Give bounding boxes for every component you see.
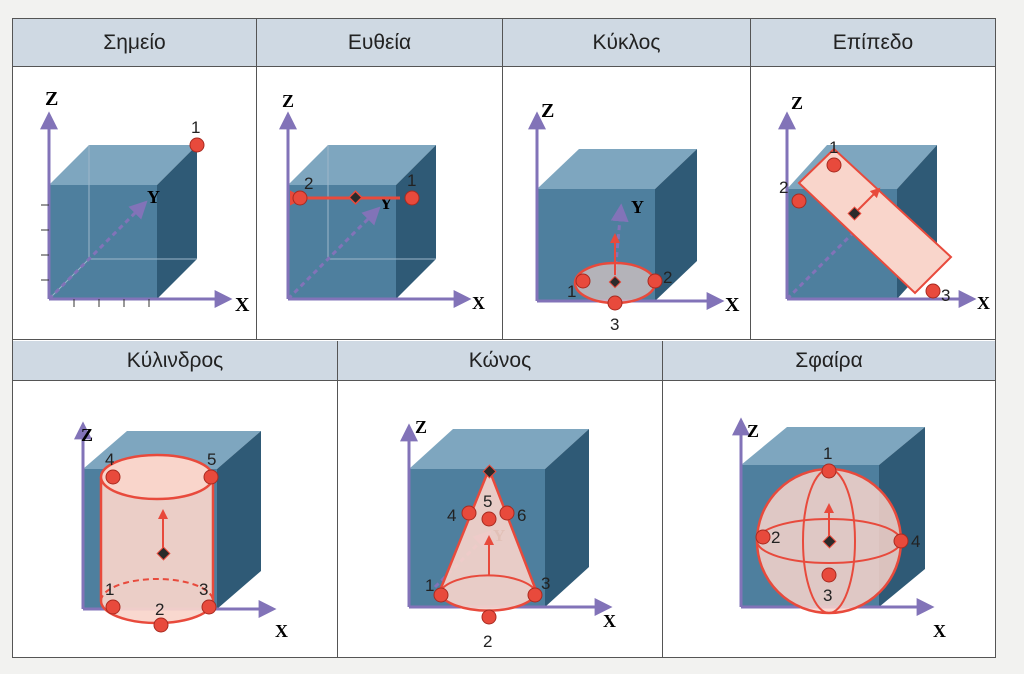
- point-label-1: 1: [105, 580, 114, 599]
- panel-plane: Z X Y 1 2 3: [778, 93, 990, 313]
- point-label-2: 2: [304, 174, 313, 193]
- point-label-5: 5: [207, 450, 216, 469]
- axis-x-label: X: [933, 621, 946, 641]
- axis-z-label: Z: [81, 425, 93, 445]
- diagram-canvas: Z X Y 1 Z X Y: [40, 88, 990, 651]
- panel-point: Z X Y 1: [40, 88, 250, 316]
- point-label-4: 4: [105, 450, 114, 469]
- point-label-1: 1: [567, 282, 576, 301]
- axis-x-label: X: [235, 294, 250, 316]
- header-line: Ευθεία: [257, 19, 503, 67]
- panel-sphere: Z X 1 2 3 4: [732, 417, 946, 641]
- axis-z-label: Z: [45, 88, 58, 110]
- axis-x-label: X: [977, 293, 990, 313]
- point-label: 1: [191, 118, 200, 137]
- point-label-1: 1: [823, 444, 832, 463]
- control-point-marker: [189, 137, 205, 153]
- point-label-2: 2: [663, 268, 672, 287]
- point-label-4: 4: [911, 532, 920, 551]
- axis-x-label: X: [603, 611, 616, 631]
- point-label-2: 2: [483, 632, 492, 651]
- header-plane: Επίπεδο: [751, 19, 995, 67]
- axis-x-label: X: [275, 621, 288, 641]
- panel-cylinder: Z X 1 2 3 4 5: [74, 421, 288, 641]
- point-label-1: 1: [407, 171, 416, 190]
- header-cone: Κώνος: [338, 341, 663, 381]
- panel-line: Z X Y 1 2: [279, 91, 485, 313]
- header-circle: Κύκλος: [503, 19, 751, 67]
- axis-y-label: Y: [631, 197, 644, 217]
- cube: [288, 145, 436, 299]
- point-label-5: 5: [483, 492, 492, 511]
- header-cylinder: Κύλινδρος: [13, 341, 338, 381]
- axis-x-label: X: [472, 293, 485, 313]
- plane-shape: [797, 147, 953, 295]
- point-label-2: 2: [155, 600, 164, 619]
- primitives-table: Σημείο Ευθεία Κύκλος Επίπεδο Κύλινδρος Κ…: [12, 18, 996, 658]
- point-label-3: 3: [941, 286, 950, 305]
- midpoint-marker: [348, 190, 363, 205]
- cube: [537, 149, 697, 301]
- axis-z-label: Z: [541, 100, 554, 122]
- axis-z-label: Z: [415, 417, 427, 437]
- point-label-2: 2: [779, 178, 788, 197]
- point-label-1: 1: [829, 138, 838, 157]
- axes: [40, 111, 233, 308]
- axis-z-label: Z: [282, 91, 294, 111]
- point-label-3: 3: [823, 586, 832, 605]
- axis-z-label: Z: [791, 93, 803, 113]
- point-label-3: 3: [610, 315, 619, 334]
- axis-x-label: X: [725, 294, 740, 316]
- cube: [48, 145, 197, 300]
- header-sphere: Σφαίρα: [663, 341, 995, 381]
- axis-z-label: Z: [747, 421, 759, 441]
- panel-cone: Z X Y 1 2 3 4 5 6: [400, 417, 616, 651]
- panel-circle: Z X Y 1 2 3: [528, 100, 740, 334]
- header-point: Σημείο: [13, 19, 257, 67]
- point-label-3: 3: [199, 580, 208, 599]
- axis-y-label: Y: [147, 187, 160, 207]
- point-label-4: 4: [447, 506, 456, 525]
- point-label-2: 2: [771, 528, 780, 547]
- point-label-3: 3: [541, 574, 550, 593]
- point-label-6: 6: [517, 506, 526, 525]
- point-label-1: 1: [425, 576, 434, 595]
